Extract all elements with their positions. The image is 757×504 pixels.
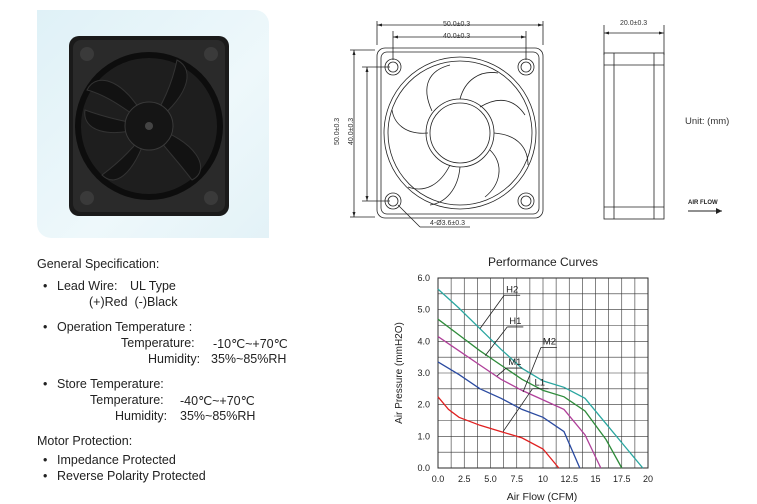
chart-xlabel: Air Flow (CFM): [507, 491, 578, 503]
x-tick-label: 15: [590, 474, 600, 484]
outer-height-dim: 50.0±0.3: [334, 117, 341, 145]
annotation-leader: [479, 295, 505, 329]
fan-photo: [69, 36, 229, 216]
series-label-m1: M1: [508, 357, 521, 368]
motor-protection-title: Motor Protection:: [37, 434, 133, 448]
y-tick-label: 5.0: [417, 305, 430, 315]
airflow-label: AIR FLOW: [688, 200, 718, 206]
hole-height-dim: 40.0±0.3: [348, 117, 355, 145]
hole-width-dim: 40.0±0.3: [443, 33, 471, 40]
annotation-leader: [522, 347, 542, 393]
depth-dim: 20.0±0.3: [620, 20, 648, 27]
operation-humidity-value: 35%~85%RH: [211, 352, 287, 366]
front-view-drawing: [350, 21, 544, 228]
lead-wire-colors: (+)Red (-)Black: [89, 295, 178, 309]
annotation-leader: [496, 367, 507, 377]
unit-note: Unit: (mm): [685, 116, 730, 127]
y-tick-label: 1.0: [417, 431, 430, 441]
x-tick-label: 0.0: [432, 474, 445, 484]
series-line-h2: [437, 288, 644, 469]
store-temp-title: Store Temperature:: [43, 377, 164, 391]
operation-temp-label: Temperature:: [121, 336, 195, 350]
series-line-l1: [437, 396, 560, 469]
store-humidity-value: 35%~85%RH: [180, 409, 256, 423]
operation-humidity-label: Humidity:: [148, 352, 201, 366]
x-tick-label: 17.5: [613, 474, 631, 484]
annotation-leader: [502, 388, 533, 432]
x-tick-label: 12.5: [560, 474, 578, 484]
y-tick-label: 0.0: [417, 463, 430, 473]
series-label-l1: L1: [535, 378, 546, 389]
y-tick-label: 3.0: [417, 368, 430, 378]
x-tick-label: 20: [643, 474, 653, 484]
y-tick-label: 6.0: [417, 273, 430, 283]
series-line-m1: [437, 361, 581, 469]
operation-temp-value: -10℃~+70℃: [213, 337, 288, 351]
performance-chart: Performance Curves Air Flow (CFM) 0.0 2.5…: [394, 255, 653, 503]
outer-width-dim: 50.0±0.3: [443, 21, 471, 28]
annotation-leader: [484, 326, 508, 356]
y-tick-label: 2.0: [417, 400, 430, 410]
series-line-h1: [437, 318, 623, 469]
product-photo-panel: [37, 10, 269, 238]
chart-ylabel: Air Pressure (mmH2O): [394, 322, 405, 424]
lead-wire-label: Lead Wire:: [43, 279, 118, 293]
airflow-arrow-icon: [688, 208, 722, 214]
hole-callout: 4-Ø3.6±0.3: [430, 220, 465, 227]
motor-item-impedance: Impedance Protected: [43, 453, 176, 467]
series-label-h2: H2: [506, 284, 518, 295]
operation-temp-title: Operation Temperature :: [43, 320, 192, 334]
series-label-m2: M2: [543, 337, 556, 348]
motor-item-reverse-polarity: Reverse Polarity Protected: [43, 469, 206, 483]
series-label-h1: H1: [509, 316, 521, 327]
x-tick-label: 5.0: [484, 474, 497, 484]
series-line-m2: [437, 336, 602, 469]
x-tick-label: 2.5: [458, 474, 471, 484]
store-humidity-label: Humidity:: [115, 409, 168, 423]
y-tick-label: 4.0: [417, 336, 430, 346]
x-tick-label: 7.5: [510, 474, 523, 484]
lead-wire-value: UL Type: [130, 279, 176, 293]
side-view-drawing: [603, 25, 665, 220]
store-temp-label: Temperature:: [90, 393, 164, 407]
x-tick-label: 10: [538, 474, 548, 484]
chart-title: Performance Curves: [488, 255, 598, 269]
general-spec-title: General Specification:: [37, 257, 160, 271]
store-temp-value: -40℃~+70℃: [180, 394, 255, 408]
